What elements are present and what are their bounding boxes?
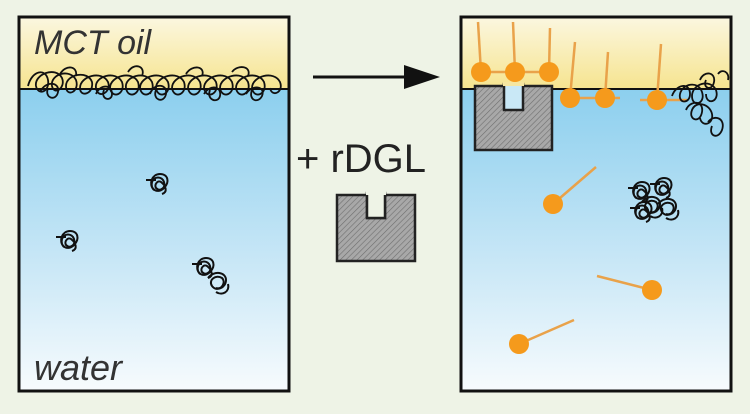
lipid-molecule-icon — [539, 62, 559, 82]
left-water-phase — [19, 89, 289, 391]
bound-enzyme-notch — [502, 82, 525, 112]
enzyme-notch-gap — [366, 191, 386, 195]
lipid-molecule-icon — [560, 88, 580, 108]
left-panel: MCT oil water — [17, 15, 291, 393]
right-panel-frame — [459, 15, 733, 393]
interface-protein-layer — [27, 65, 282, 102]
enzyme-notch — [365, 191, 387, 220]
right-oil-phase — [461, 17, 731, 89]
lipid-molecule-icon — [595, 88, 615, 108]
lipid-molecule-icon — [647, 90, 667, 110]
oil-phase-label: MCT oil — [34, 24, 153, 62]
left-panel-frame — [17, 15, 291, 393]
reagent-label: + rDGL — [296, 137, 426, 181]
lipid-molecule-icon — [509, 334, 529, 354]
bound-enzyme-notch-gap — [503, 82, 524, 86]
water-phase-label: water — [34, 347, 124, 388]
free-lipids — [509, 166, 662, 354]
lipid-molecule-icon — [471, 62, 491, 82]
bound-enzyme-icon — [473, 84, 554, 152]
reaction-arrow — [313, 65, 440, 89]
lipid-heads-interface — [471, 62, 667, 110]
arrow-right-icon — [404, 65, 440, 89]
lipid-molecule-icon — [642, 280, 662, 300]
right-panel — [459, 15, 733, 393]
lipid-molecule-icon — [505, 62, 525, 82]
interface-protein-cluster — [671, 70, 730, 137]
lipid-molecule-icon — [543, 194, 563, 214]
